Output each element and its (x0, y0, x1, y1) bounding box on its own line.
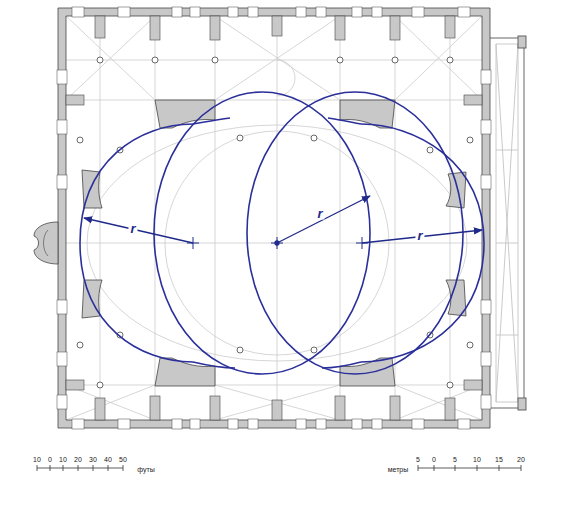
scale-number: 10 (473, 456, 481, 463)
outer-walls (34, 7, 491, 429)
scale-number: 40 (104, 456, 112, 463)
scale-unit: футы (137, 466, 154, 473)
grid-lines (66, 16, 482, 420)
scale-number: 15 (495, 456, 503, 463)
geometry-circles (80, 92, 484, 374)
right-portico (490, 36, 526, 410)
scale-number: 5 (453, 456, 457, 463)
scale-number: 50 (119, 456, 127, 463)
scale-bars (37, 465, 521, 471)
radius-label: r (128, 222, 137, 235)
scale-number: 5 (416, 456, 420, 463)
scale-number: 0 (48, 456, 52, 463)
scale-unit: метры (388, 466, 409, 473)
radius-label: r (415, 229, 424, 242)
radius-label: r (315, 207, 324, 220)
columns (77, 57, 473, 388)
scale-number: 20 (517, 456, 525, 463)
scale-number: 10 (59, 456, 67, 463)
scale-number: 0 (432, 456, 436, 463)
scale-number: 20 (74, 456, 82, 463)
scale-number: 10 (33, 456, 41, 463)
radius-lines (84, 196, 482, 249)
piers (82, 100, 466, 386)
scale-number: 30 (89, 456, 97, 463)
